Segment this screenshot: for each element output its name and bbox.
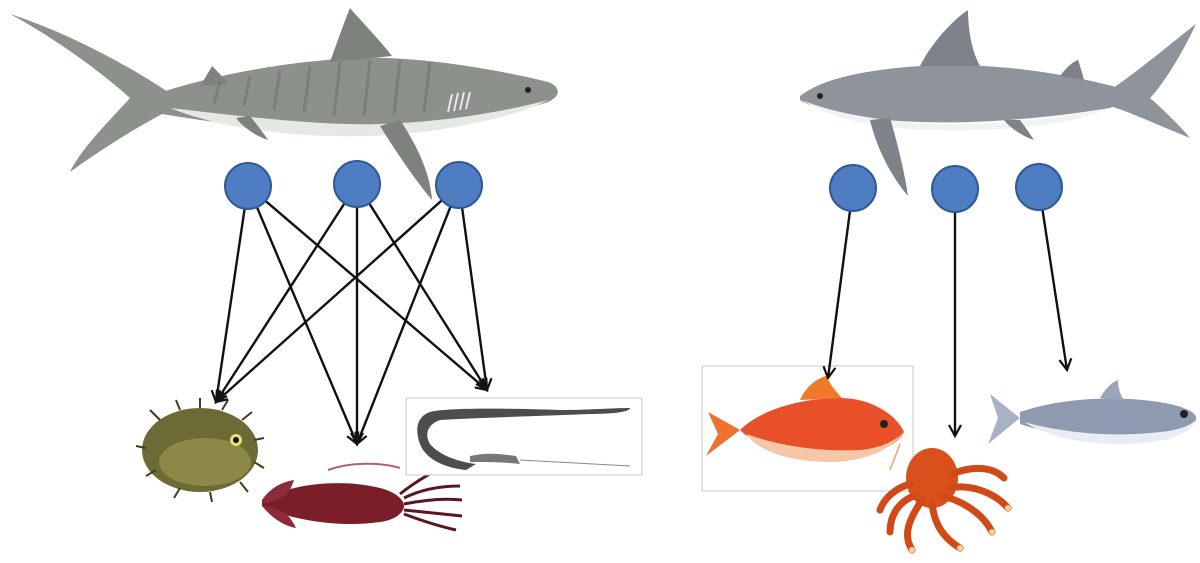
goatfish-icon (702, 366, 913, 491)
arrow-L2-to-pufferfish (216, 203, 345, 402)
arrow-R3-to-silver-fish (1042, 210, 1067, 370)
node-R1 (830, 165, 876, 211)
arrow-L2-to-pipefish (369, 203, 487, 390)
arrow-R1-to-goatfish (828, 211, 850, 378)
arrow-L3-to-pufferfish (216, 200, 442, 402)
silver-fish-icon (988, 380, 1196, 444)
arrow-L1-to-pufferfish (216, 209, 245, 402)
node-L1 (225, 163, 271, 209)
pufferfish-icon (136, 398, 264, 502)
arrow-L1-to-pipefish (265, 201, 487, 390)
node-L3 (436, 162, 482, 208)
node-R3 (1016, 164, 1062, 210)
pipefish-icon (406, 398, 642, 475)
node-R2 (932, 166, 978, 212)
arrow-L3-to-pipefish (462, 208, 487, 390)
node-layer (225, 161, 1062, 212)
arrow-L1-to-squid (257, 207, 357, 444)
node-L2 (334, 161, 380, 207)
